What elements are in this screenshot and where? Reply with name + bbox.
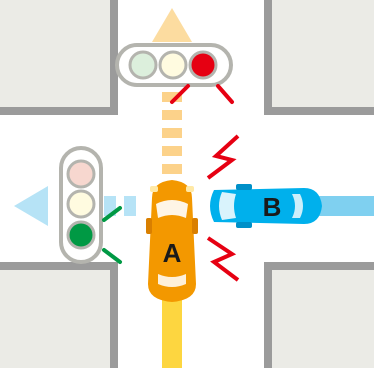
signal-north-yellow-lamp — [158, 50, 188, 80]
corner-block-bottom-left — [0, 262, 118, 368]
signal-west-red-lamp — [66, 159, 96, 189]
signal-west-yellow-lamp — [66, 189, 96, 219]
corner-block-bottom-right — [264, 262, 374, 368]
collision-mark-upper — [206, 134, 240, 180]
car-a: A — [146, 180, 198, 302]
traffic-signal-north — [115, 43, 234, 104]
signal-west-green-lamp — [66, 220, 96, 250]
signal-north-red-lamp — [188, 50, 218, 80]
corner-block-top-right — [264, 0, 374, 115]
car-b-direction-arrow — [14, 186, 48, 226]
car-a-path-solid — [162, 290, 182, 368]
collision-mark-lower — [206, 236, 240, 282]
traffic-signal-west — [59, 146, 122, 264]
car-b-label: B — [263, 192, 282, 222]
car-a-path-dashed — [162, 92, 182, 174]
car-a-direction-arrow — [152, 8, 192, 42]
car-b: B — [210, 184, 322, 228]
car-a-label: A — [163, 238, 182, 268]
car-b-path-solid — [318, 196, 374, 216]
signal-north-green-lamp — [128, 50, 158, 80]
corner-block-top-left — [0, 0, 118, 115]
